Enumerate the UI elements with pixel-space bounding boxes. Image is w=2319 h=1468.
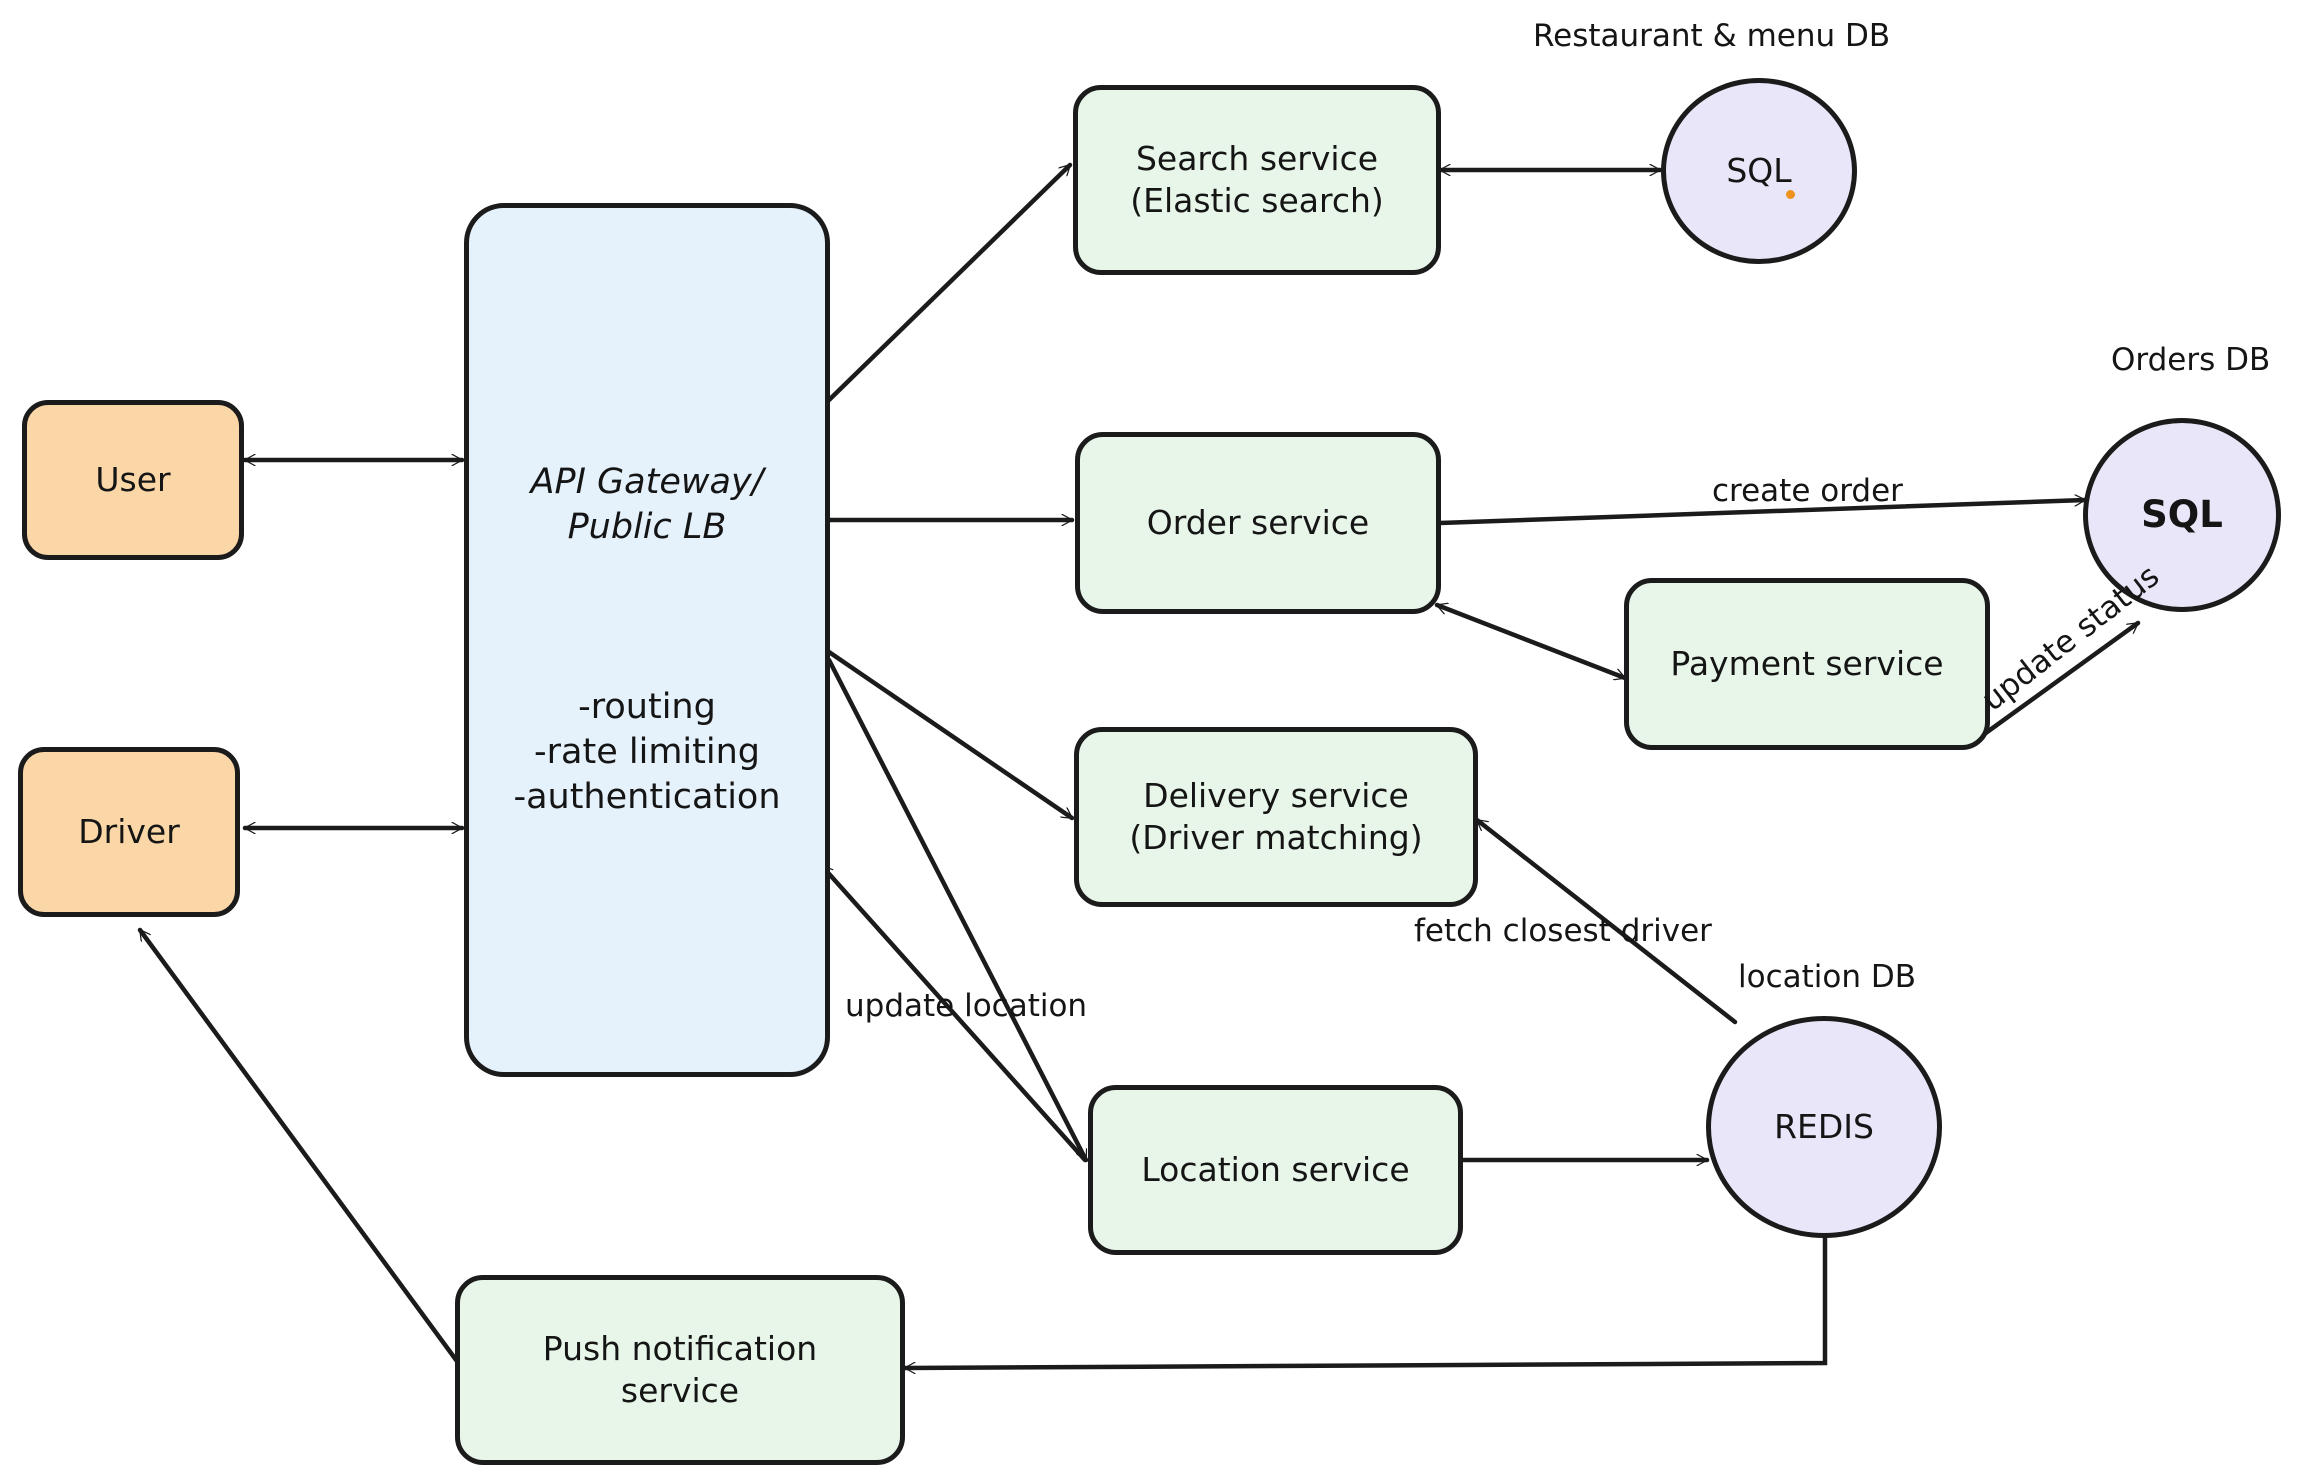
gateway-content: API Gateway/ Public LB -routing -rate li… <box>469 415 825 864</box>
node-user[interactable]: User <box>22 400 244 560</box>
node-driver-label: Driver <box>78 811 180 851</box>
edge-label-create-order: create order <box>1712 473 1903 509</box>
node-location-service-label: Location service <box>1141 1149 1410 1189</box>
gateway-bullets: -routing -rate limiting -authentication <box>513 687 781 817</box>
node-api-gateway[interactable]: API Gateway/ Public LB -routing -rate li… <box>464 203 830 1077</box>
node-location-db[interactable]: REDIS <box>1706 1016 1942 1238</box>
node-orders-db-label: SQL <box>2141 493 2223 537</box>
node-payment-service-label: Payment service <box>1670 643 1944 683</box>
node-order-service-label: Order service <box>1146 502 1370 542</box>
restaurant-db-caption: Restaurant & menu DB <box>1533 18 1891 54</box>
edge-push-driver <box>137 927 465 1371</box>
edge-gateway-search <box>826 162 1073 403</box>
edge-gateway-location <box>826 657 1089 1163</box>
edge-label-update-location: update location <box>845 988 1088 1024</box>
edge-order-payment <box>1434 605 1628 678</box>
node-driver[interactable]: Driver <box>18 747 240 917</box>
node-location-db-label: REDIS <box>1774 1106 1874 1146</box>
node-push-notification-service[interactable]: Push notification service <box>455 1275 905 1465</box>
node-search-service-label: Search service (Elastic search) <box>1130 138 1384 220</box>
node-order-service[interactable]: Order service <box>1075 432 1441 614</box>
node-payment-service[interactable]: Payment service <box>1624 578 1990 750</box>
node-location-service[interactable]: Location service <box>1088 1085 1463 1255</box>
node-user-label: User <box>95 459 171 499</box>
node-delivery-service[interactable]: Delivery service (Driver matching) <box>1074 727 1478 907</box>
node-delivery-service-label: Delivery service (Driver matching) <box>1129 775 1423 857</box>
node-restaurant-db[interactable]: SQL <box>1661 78 1857 264</box>
node-orders-db[interactable]: SQL <box>2083 418 2281 612</box>
orders-db-caption: Orders DB <box>2111 342 2271 378</box>
node-restaurant-db-label: SQL <box>1726 150 1792 190</box>
node-push-notification-service-label: Push notification service <box>542 1328 818 1410</box>
gateway-spacer <box>469 595 825 641</box>
restaurant-db-dot <box>1786 190 1795 199</box>
edge-label-update-status: update status <box>1975 558 2167 719</box>
edge-label-fetch-closest-driver: fetch closest driver <box>1414 913 1712 949</box>
node-search-service[interactable]: Search service (Elastic search) <box>1073 85 1441 275</box>
location-db-caption: location DB <box>1738 959 1916 995</box>
gateway-title: API Gateway/ Public LB <box>530 462 764 547</box>
edge-gateway-delivery <box>826 649 1075 821</box>
